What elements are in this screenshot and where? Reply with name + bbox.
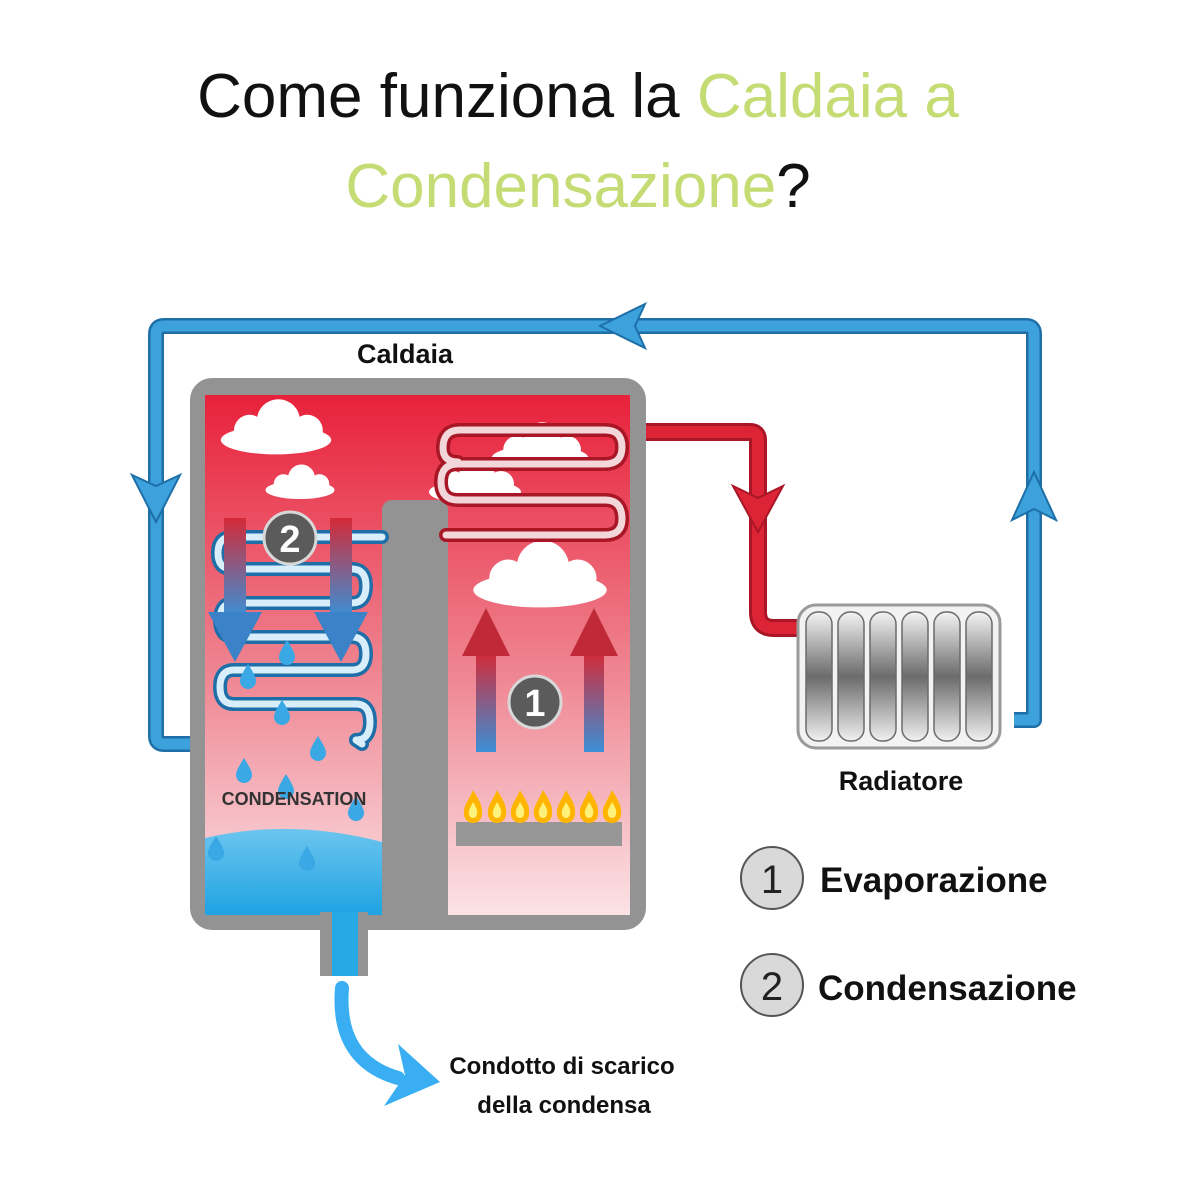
condensation-label: CONDENSATION: [222, 789, 367, 809]
drain-label-line2: della condensa: [477, 1092, 651, 1119]
evaporation-arrows-icon: [462, 608, 618, 752]
legend-item-condensation: 2 Condensazione: [740, 953, 1077, 1017]
radiator-icon: [796, 603, 1002, 750]
condensation-arrows-icon: [208, 518, 368, 662]
page-title: Come funziona la Caldaia a Condensazione…: [0, 52, 1156, 232]
marker-two-label: 2: [279, 519, 300, 561]
flow-arrow-up-icon: [1009, 469, 1059, 523]
radiator-label: Radiatore: [839, 766, 964, 796]
cold-water-coil: [211, 530, 389, 751]
legend-item-number: 2: [761, 965, 783, 1009]
legend-item-label: Condensazione: [818, 969, 1077, 1008]
flow-arrow-down-hot-icon: [730, 483, 786, 535]
title-highlight-1: Caldaia a: [696, 62, 959, 131]
burner-flames-icon: [456, 790, 622, 846]
title-highlight-2: Condensazione: [345, 152, 777, 221]
legend: 1 Evaporazione 2 Condensazione: [740, 846, 1077, 1017]
drain-arrow-icon: [334, 981, 440, 1106]
marker-one: 1: [507, 674, 563, 730]
legend-item-evaporation: 1 Evaporazione: [740, 846, 1048, 910]
marker-two: 2: [262, 510, 318, 566]
legend-item-number: 1: [761, 858, 783, 902]
flow-arrow-left-icon: [597, 301, 648, 351]
title-text-1: Come funziona la: [197, 62, 697, 131]
flow-arrow-down-icon: [129, 472, 183, 525]
hot-supply-pipe: [646, 423, 800, 637]
legend-item-label: Evaporazione: [820, 861, 1048, 900]
cold-return-pipe: [148, 318, 1042, 752]
marker-one-label: 1: [524, 683, 545, 725]
drain-label-line1: Condotto di scarico: [449, 1053, 674, 1080]
hot-water-coil: [434, 423, 629, 542]
boiler-label: Caldaia: [357, 339, 454, 369]
title-question-mark: ?: [776, 152, 811, 221]
